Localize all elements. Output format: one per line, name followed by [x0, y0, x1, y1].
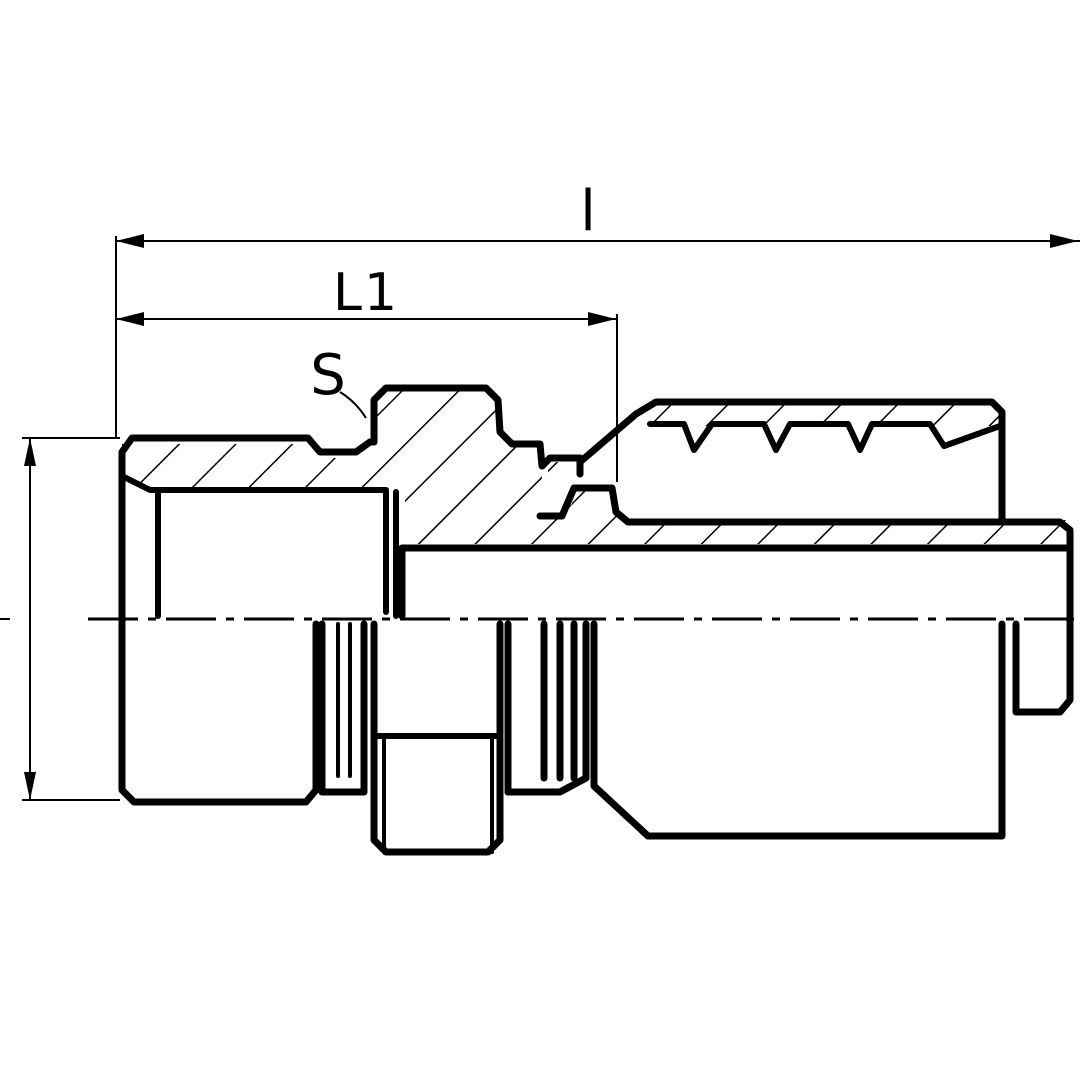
- overall-length-label: l: [580, 179, 596, 244]
- dim-thread-arrow-right: [588, 312, 616, 326]
- ferrule-bottom-outline: [590, 620, 1006, 840]
- hose-tail-bottom-outline: [1012, 544, 1074, 716]
- thread-length-label: L1: [333, 263, 399, 323]
- hex-bottom-outline: [370, 620, 504, 856]
- thread-chamfer-line: [119, 473, 389, 615]
- neck-outline: [318, 620, 368, 796]
- body-neck-outline: [504, 620, 590, 796]
- dim-diameter-arrow-bottom: [24, 772, 36, 800]
- thread-end-section: [122, 444, 405, 500]
- hex-leader-line: [339, 391, 367, 419]
- ferrule-serrations: [647, 421, 1003, 453]
- dim-overall-arrow-left: [116, 234, 144, 248]
- hex-size-label: S: [310, 343, 346, 408]
- dim-diameter-arrow-top: [24, 438, 36, 466]
- hex-top-outline: [370, 384, 584, 470]
- dim-overall-arrow-right: [1050, 234, 1078, 248]
- thread-end-outline: [118, 434, 378, 806]
- body-bore-outline: [398, 544, 1074, 620]
- hose-tail-top-outline: [536, 484, 1074, 552]
- hex-body-section: [374, 388, 1070, 544]
- fitting-outline: [118, 384, 1074, 856]
- body-neck-bottom: [504, 774, 590, 796]
- ferrule-top-outline: [576, 398, 1006, 524]
- dimension-lines: [22, 234, 1080, 801]
- dim-thread-arrow-left: [116, 312, 144, 326]
